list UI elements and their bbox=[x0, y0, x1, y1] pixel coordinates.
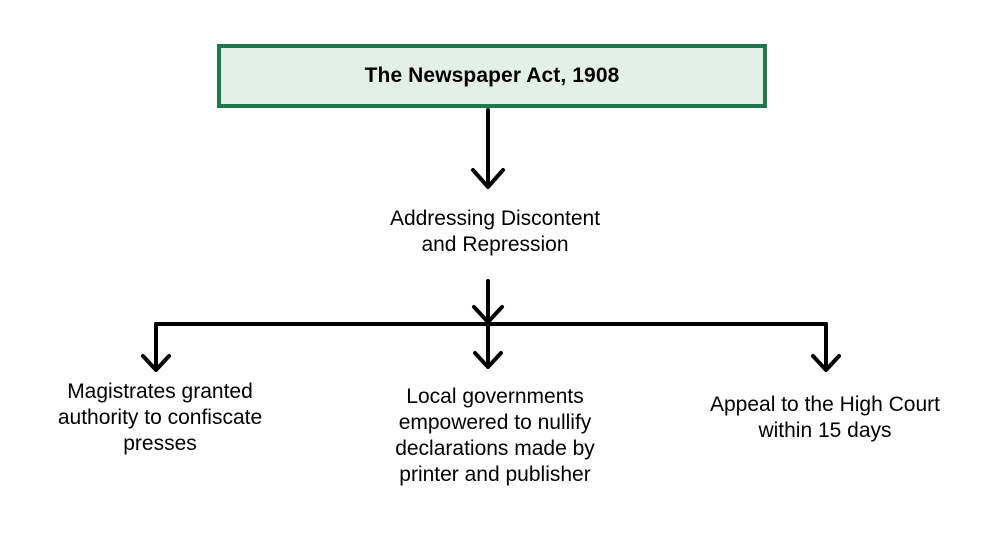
diagram-title: The Newspaper Act, 1908 bbox=[364, 64, 620, 87]
arrow-middle-to-branches bbox=[472, 279, 504, 324]
branch-left-text: Magistrates granted authority to confisc… bbox=[57, 380, 263, 455]
arrow-to-center-branch bbox=[473, 322, 503, 369]
middle-node-text: Addressing Discontent and Repression bbox=[389, 207, 601, 256]
arrow-title-to-middle bbox=[471, 108, 505, 189]
title-box: The Newspaper Act, 1908 bbox=[217, 44, 767, 108]
branch-right-text: Appeal to the High Court within 15 days bbox=[710, 393, 940, 442]
arrow-to-left-branch bbox=[141, 322, 171, 372]
arrow-to-right-branch bbox=[811, 322, 841, 372]
branch-center-text: Local governments empowered to nullify d… bbox=[395, 385, 595, 486]
